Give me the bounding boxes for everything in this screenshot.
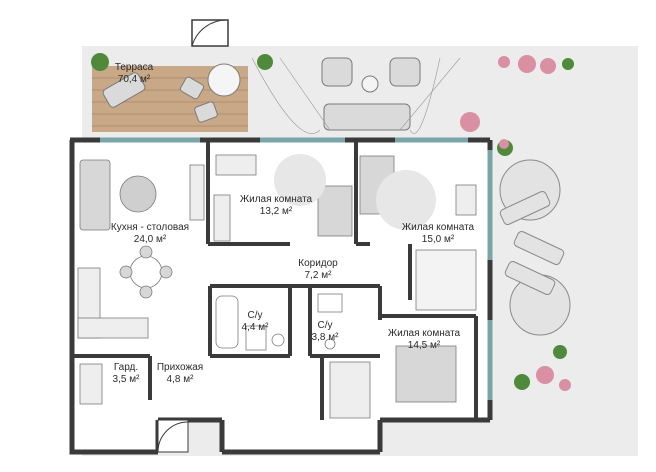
- windows: [100, 137, 493, 400]
- room-label-wardrobe: Гард.3,5 м²: [112, 362, 140, 385]
- furniture: [77, 154, 477, 419]
- terrace-lounge-chairs: [499, 159, 571, 336]
- interior-walls: [72, 140, 478, 420]
- terrace-seating: [102, 57, 421, 131]
